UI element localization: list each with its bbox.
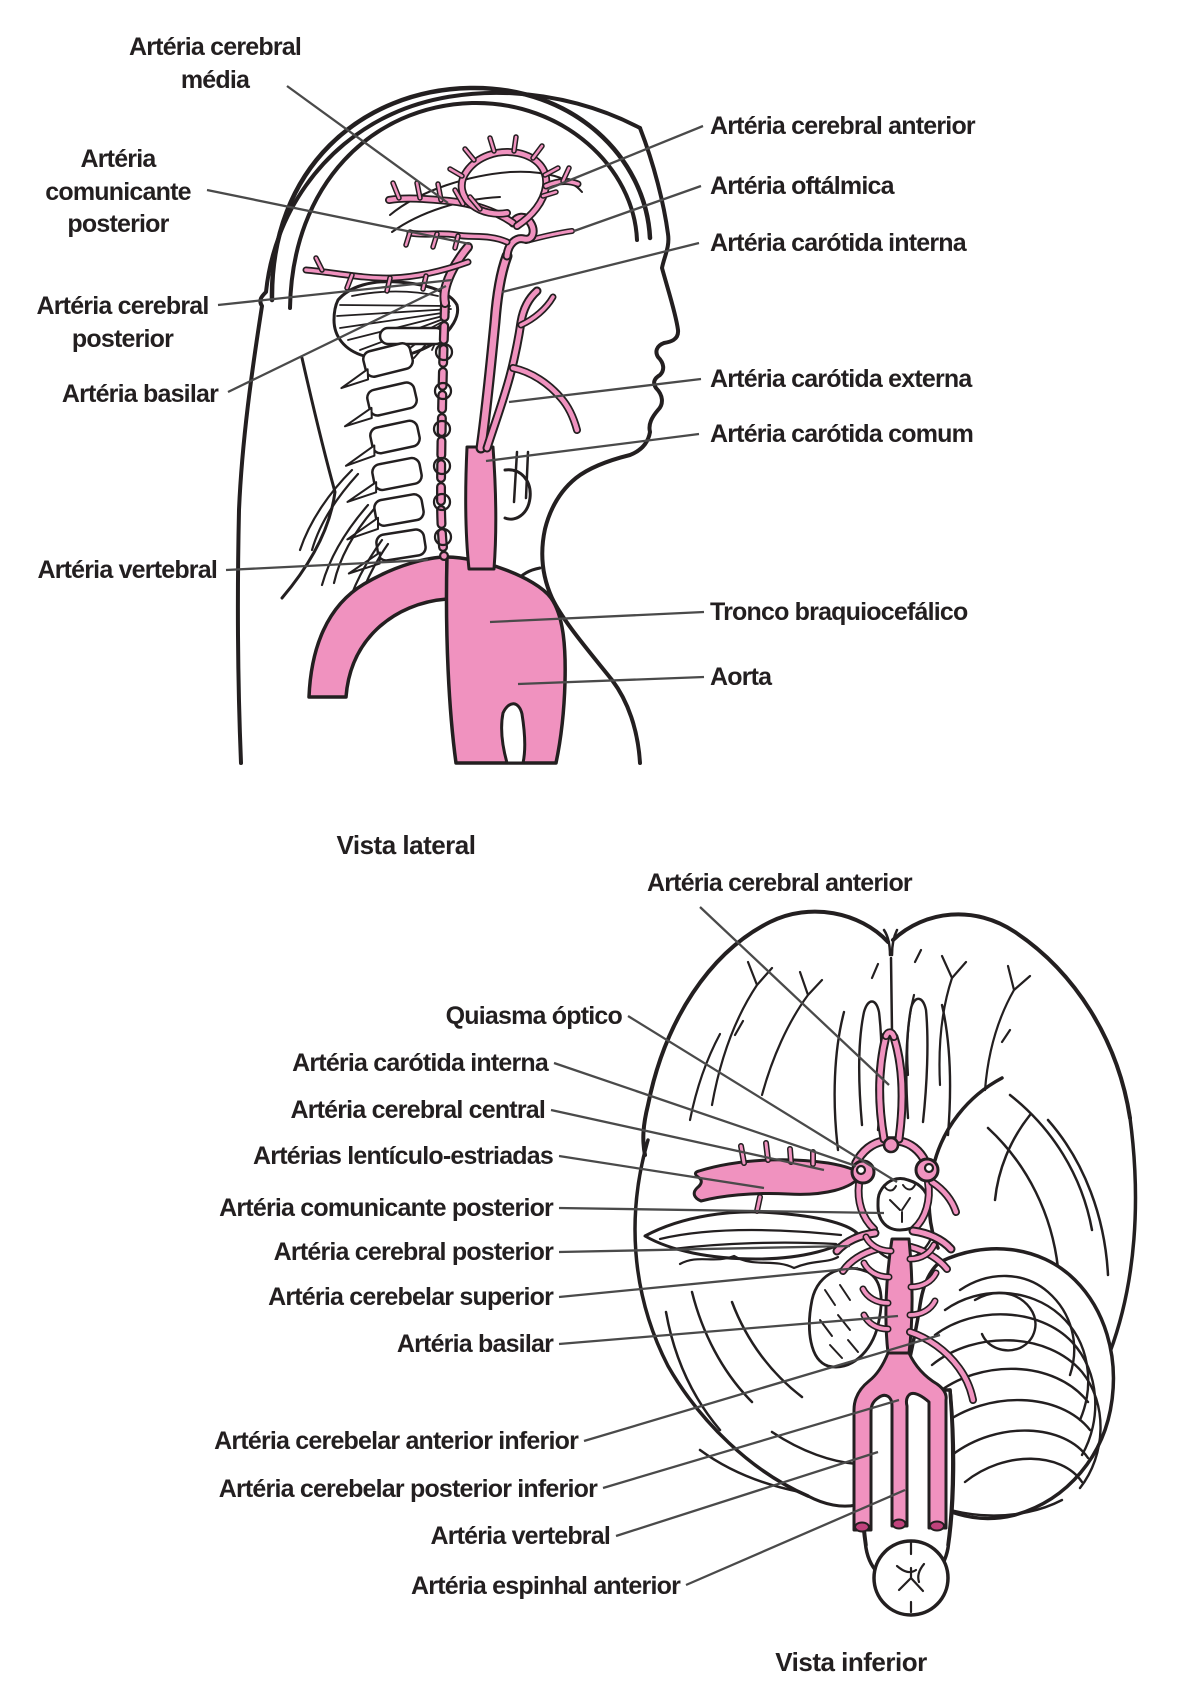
- cervical-vertebrae: [298, 326, 446, 614]
- label-arteria-comunicante-posterior: Artéria comunicante posterior: [45, 145, 191, 238]
- caption-vista-lateral: Vista lateral: [336, 830, 476, 860]
- label-arteria-vertebral: Artéria vertebral: [37, 556, 217, 584]
- label-arteria-cerebral-central: Artéria cerebral central: [290, 1096, 545, 1124]
- aorta-and-arch: [307, 445, 567, 765]
- label-arteria-carotida-comum: Artéria carótida comum: [710, 420, 974, 448]
- label-inf-arteria-vertebral: Artéria vertebral: [430, 1522, 610, 1550]
- label-inf-arteria-cerebral-anterior: Artéria cerebral anterior: [647, 869, 913, 897]
- spinal-cord-cross: [895, 1541, 926, 1614]
- label-arteria-cerebelar-posterior-inferior: Artéria cerebelar posterior inferior: [218, 1475, 598, 1503]
- label-inf-arteria-basilar: Artéria basilar: [396, 1330, 554, 1358]
- label-aorta: Aorta: [710, 663, 772, 691]
- label-arteria-basilar: Artéria basilar: [61, 380, 219, 408]
- label-quiasma-optico: Quiasma óptico: [445, 1002, 623, 1030]
- label-arterias-lenticulo-estriadas: Artérias lentículo-estriadas: [253, 1142, 554, 1170]
- label-arteria-carotida-externa: Artéria carótida externa: [710, 365, 972, 393]
- lateral-arteries: [306, 137, 578, 556]
- label-arteria-cerebral-media: Artéria cerebral média: [128, 33, 302, 94]
- pons-hatching: [819, 1284, 859, 1359]
- label-arteria-carotida-interna: Artéria carótida interna: [710, 229, 967, 257]
- label-inf-arteria-cerebral-posterior: Artéria cerebral posterior: [273, 1238, 554, 1266]
- label-inf-arteria-comunicante-posterior: Artéria comunicante posterior: [219, 1194, 554, 1222]
- lateral-figure: [235, 85, 681, 765]
- caption-vista-inferior: Vista inferior: [775, 1647, 927, 1677]
- label-inf-arteria-carotida-interna: Artéria carótida interna: [292, 1049, 549, 1077]
- inferior-arteries: [692, 1032, 973, 1533]
- label-arteria-cerebral-posterior: Artéria cerebral posterior: [36, 292, 209, 353]
- label-arteria-cerebelar-superior: Artéria cerebelar superior: [268, 1283, 554, 1311]
- leader-lines-lateral: [206, 85, 705, 686]
- leader-lines-inferior: [550, 906, 941, 1587]
- label-tronco-braquiocefalico: Tronco braquiocefálico: [710, 598, 968, 626]
- label-arteria-cerebelar-anterior-inferior: Artéria cerebelar anterior inferior: [214, 1427, 579, 1455]
- label-arteria-oftalmica: Artéria oftálmica: [710, 172, 895, 200]
- label-arteria-espinhal-anterior: Artéria espinhal anterior: [411, 1572, 681, 1600]
- label-arteria-cerebral-anterior: Artéria cerebral anterior: [710, 112, 976, 140]
- inferior-figure: [633, 909, 1138, 1617]
